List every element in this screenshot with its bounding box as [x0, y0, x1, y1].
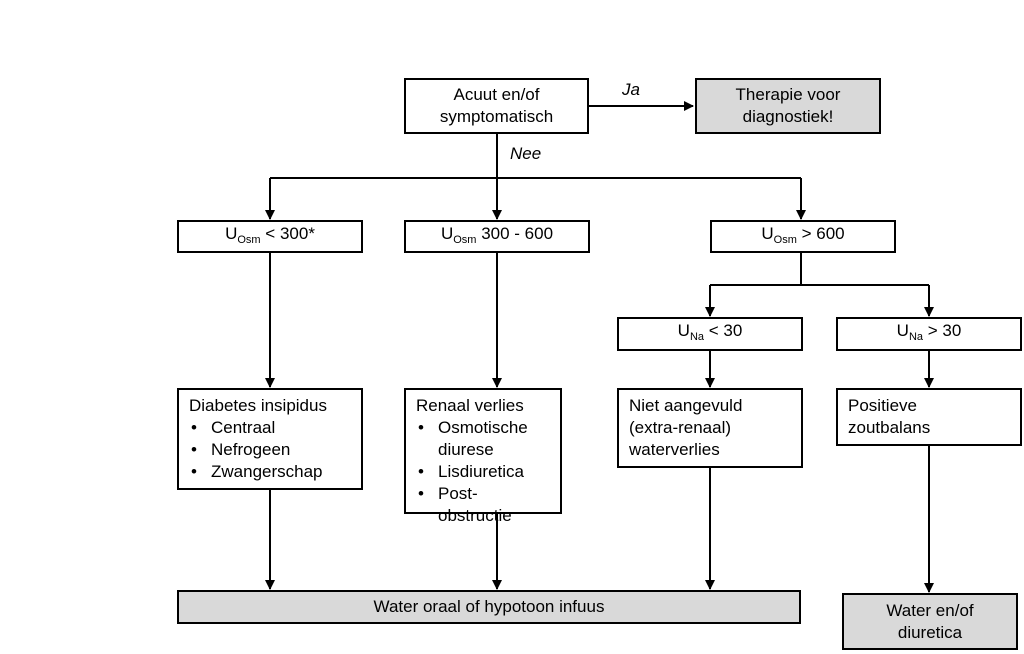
renal-title: Renaal verlies: [416, 396, 524, 415]
na-low-box: UNa < 30: [617, 317, 803, 351]
renal-list: Osmotische diurese Lisdiuretica Post-obs…: [416, 417, 550, 527]
osm-low-box: UOsm < 300*: [177, 220, 363, 253]
renal-item: Osmotische diurese: [416, 417, 550, 461]
start-line-2: symptomatisch: [439, 107, 554, 126]
diabetes-list: Centraal Nefrogeen Zwangerschap: [189, 417, 351, 483]
osm-mid-box: UOsm 300 - 600: [404, 220, 590, 253]
diabetes-box: Diabetes insipidus Centraal Nefrogeen Zw…: [177, 388, 363, 490]
therapy-line-2: diagnostiek!: [742, 107, 834, 126]
renal-box: Renaal verlies Osmotische diurese Lisdiu…: [404, 388, 562, 525]
renal-item: Lisdiuretica: [416, 461, 550, 483]
water-diuretics-line-1: Water en/of: [886, 600, 974, 620]
na-high-box: UNa > 30: [836, 317, 1022, 351]
water-loss-box: Niet aangevuld (extra-renaal) waterverli…: [617, 388, 803, 468]
water-diuretics-line-2: diuretica: [897, 622, 963, 642]
no-label: Nee: [510, 144, 542, 163]
osm-high-box: UOsm > 600: [710, 220, 896, 253]
water-diuretics-box: Water en/of diuretica: [842, 593, 1018, 650]
salt-line: zoutbalans: [848, 418, 931, 437]
renal-item: Post-obstructie: [416, 483, 550, 527]
diabetes-item: Zwangerschap: [189, 461, 351, 483]
water-oral-box: Water oraal of hypotoon infuus: [177, 590, 801, 624]
salt-line: Positieve: [848, 396, 917, 415]
osm-mid-text: UOsm 300 - 600: [440, 223, 554, 246]
osm-low-text: UOsm < 300*: [225, 223, 315, 246]
osm-high-text: UOsm > 600: [761, 223, 845, 246]
water-loss-line: waterverlies: [629, 440, 720, 459]
therapy-box: Therapie voor diagnostiek!: [695, 78, 881, 134]
therapy-line-1: Therapie voor: [735, 85, 841, 104]
diabetes-title: Diabetes insipidus: [189, 396, 327, 415]
diabetes-item: Centraal: [189, 417, 351, 439]
yes-label: Ja: [622, 80, 640, 99]
start-line-1: Acuut en/of: [453, 85, 540, 104]
diabetes-item: Nefrogeen: [189, 439, 351, 461]
salt-box: Positieve zoutbalans: [836, 388, 1022, 446]
na-low-text: UNa < 30: [677, 321, 743, 343]
water-loss-line: Niet aangevuld: [629, 396, 743, 415]
water-oral-text: Water oraal of hypotoon infuus: [373, 597, 605, 616]
na-high-text: UNa > 30: [896, 321, 962, 343]
start-box: Acuut en/of symptomatisch: [404, 78, 589, 134]
water-loss-line: (extra-renaal): [629, 418, 732, 437]
